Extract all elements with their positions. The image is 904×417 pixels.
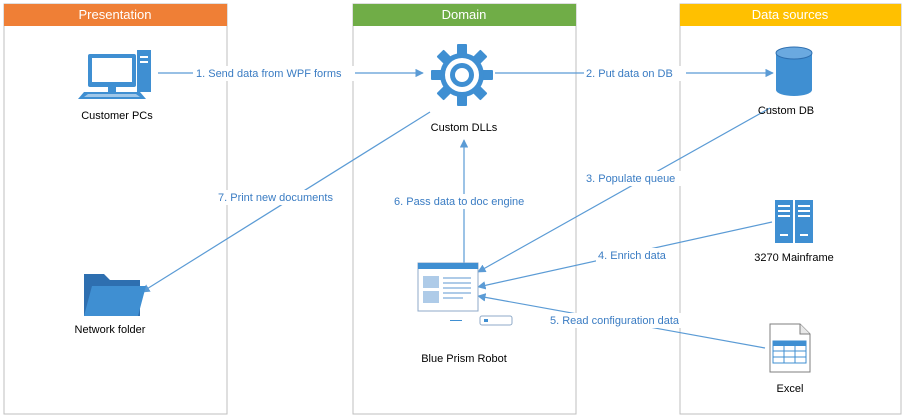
network-folder-label: Network folder <box>75 324 146 336</box>
custom-db-label: Custom DB <box>758 105 814 117</box>
lane-domain-title: Domain <box>442 7 487 22</box>
blue-prism-robot-label: Blue Prism Robot <box>421 353 507 365</box>
arrow-2-label: 2. Put data on DB <box>586 68 673 80</box>
computer-icon <box>78 50 151 99</box>
arrow-4-label: 4. Enrich data <box>598 250 667 262</box>
node-custom-db: Custom DB <box>758 46 814 117</box>
mainframe-label: 3270 Mainframe <box>754 252 834 264</box>
node-network-folder: Network folder <box>75 274 146 336</box>
lane-datasources-title: Data sources <box>752 7 829 22</box>
gear-icon <box>431 44 493 106</box>
arrow-5-label: 5. Read configuration data <box>550 315 680 327</box>
node-mainframe: 3270 Mainframe <box>754 200 834 264</box>
excel-label: Excel <box>777 383 804 395</box>
spreadsheet-icon <box>769 323 811 373</box>
database-icon <box>775 46 813 96</box>
lane-presentation-header <box>4 4 227 26</box>
arrow-1-label: 1. Send data from WPF forms <box>196 68 342 80</box>
lane-datasources-header <box>680 4 901 26</box>
customer-pcs-label: Customer PCs <box>81 110 153 122</box>
custom-dlls-label: Custom DLLs <box>431 122 498 134</box>
arrow-7-label: 7. Print new documents <box>218 192 333 204</box>
arrow-3-line <box>477 107 771 273</box>
node-customer-pcs: Customer PCs <box>78 50 153 122</box>
application-window-icon <box>417 262 513 326</box>
node-blue-prism-robot: Blue Prism Robot <box>417 262 513 365</box>
arrow-3-label: 3. Populate queue <box>586 173 675 185</box>
lane-domain-header <box>353 4 576 26</box>
folder-icon <box>84 274 146 316</box>
node-excel: Excel <box>769 323 811 395</box>
connector-labels: 1. Send data from WPF forms 2. Put data … <box>193 66 698 328</box>
node-custom-dlls: Custom DLLs <box>431 44 498 134</box>
lane-presentation-title: Presentation <box>79 7 152 22</box>
server-icon <box>775 200 813 243</box>
arrow-6-label: 6. Pass data to doc engine <box>394 196 524 208</box>
